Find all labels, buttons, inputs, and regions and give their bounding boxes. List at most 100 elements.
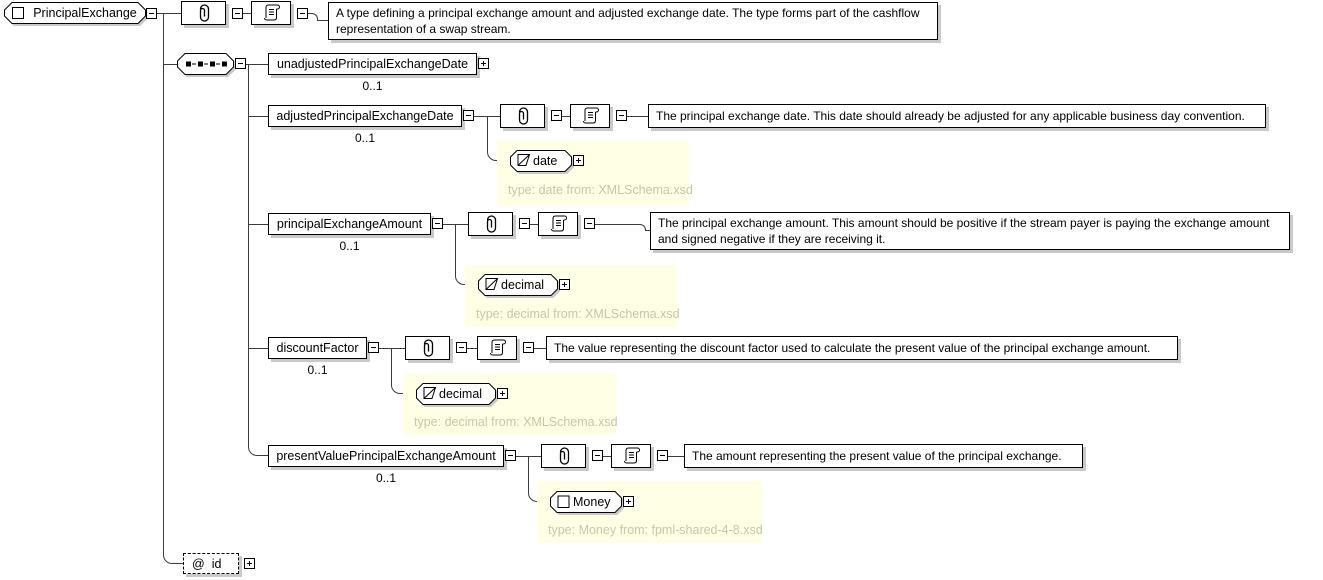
connector-line: [248, 224, 268, 225]
type-label: decimal: [439, 387, 483, 401]
collapse-button[interactable]: [523, 342, 534, 353]
collapse-button[interactable]: [505, 450, 516, 461]
documentation-box[interactable]: [477, 336, 517, 360]
collapse-button[interactable]: [146, 8, 157, 19]
type-label: date: [533, 154, 558, 168]
collapse-button[interactable]: [551, 110, 562, 121]
connector-line: [243, 13, 251, 14]
connector-line: [603, 456, 611, 457]
connector-line: [645, 230, 650, 231]
type-label: decimal: [501, 278, 545, 292]
collapse-button[interactable]: [519, 218, 530, 229]
connector-line: [163, 13, 164, 548]
collapse-button[interactable]: [463, 110, 474, 121]
documentation-icon: [583, 107, 599, 124]
element-documentation: The amount representing the present valu…: [684, 444, 1083, 468]
connector-line: [668, 456, 684, 457]
documentation-icon: [264, 4, 280, 21]
connector-line: [163, 64, 177, 65]
expand-button[interactable]: [478, 58, 489, 69]
connector-line: [246, 64, 268, 65]
collapse-button[interactable]: [432, 218, 443, 229]
documentation-box[interactable]: [611, 444, 651, 468]
collapse-button[interactable]: [657, 450, 668, 461]
element-documentation: The principal exchange amount. This amou…: [650, 212, 1290, 250]
collapse-button[interactable]: [297, 8, 308, 19]
annotation-box[interactable]: [405, 336, 450, 360]
connector-line: [467, 348, 477, 349]
type-caption: type: decimal from: XMLSchema.xsd: [476, 307, 680, 321]
element-documentation: The value representing the discount fact…: [546, 336, 1178, 360]
connector-line: [248, 64, 249, 440]
occurrence-label: 0..1: [375, 471, 396, 485]
type-decimal[interactable]: decimal: [416, 383, 496, 405]
connector-line: [534, 348, 546, 349]
paperclip-icon: [199, 4, 210, 22]
occurrence-label: 0..1: [362, 79, 383, 93]
attribute-name: id: [211, 556, 222, 571]
type-label: Money: [573, 495, 611, 509]
paperclip-icon: [423, 339, 434, 357]
annotation-box[interactable]: [500, 104, 545, 128]
sequence-compositor[interactable]: [177, 53, 234, 75]
element-discount-factor[interactable]: discountFactor: [268, 337, 367, 359]
element-unadjusted-principal-exchange-date[interactable]: unadjustedPrincipalExchangeDate: [268, 53, 477, 75]
paperclip-icon: [486, 215, 497, 233]
annotation-box[interactable]: [468, 212, 513, 236]
element-documentation: The principal exchange date. This date s…: [648, 104, 1266, 128]
root-element-principal-exchange[interactable]: PrincipalExchange: [4, 2, 146, 24]
documentation-icon: [624, 447, 640, 464]
expand-button[interactable]: [244, 558, 255, 569]
connector-line: [157, 13, 181, 14]
connector-elbow: [248, 440, 268, 456]
type-caption: type: date from: XMLSchema.xsd: [508, 183, 693, 197]
connector-line: [248, 116, 268, 117]
element-adjusted-principal-exchange-date[interactable]: adjustedPrincipalExchangeDate: [268, 105, 462, 127]
collapse-button[interactable]: [584, 218, 595, 229]
simple-type-icon: [416, 383, 496, 405]
collapse-button[interactable]: [368, 342, 379, 353]
occurrence-label: 0..1: [307, 363, 328, 377]
element-present-value-principal-exchange-amount[interactable]: presentValuePrincipalExchangeAmount: [268, 445, 504, 467]
paperclip-icon: [518, 107, 529, 125]
documentation-box[interactable]: [538, 212, 578, 236]
collapse-button[interactable]: [616, 110, 627, 121]
type-decimal[interactable]: decimal: [478, 274, 558, 296]
connector-elbow: [312, 13, 318, 21]
connector-line: [562, 116, 570, 117]
connector-line: [317, 20, 328, 21]
connector-line: [248, 348, 268, 349]
collapse-button[interactable]: [456, 342, 467, 353]
type-money[interactable]: Money: [550, 491, 622, 513]
complex-type-icon: [550, 491, 622, 513]
collapse-button[interactable]: [232, 8, 243, 19]
attribute-at-icon: @: [192, 556, 205, 571]
annotation-box[interactable]: [181, 1, 226, 25]
expand-button[interactable]: [623, 496, 634, 507]
collapse-button[interactable]: [235, 58, 246, 69]
simple-type-icon: [478, 274, 558, 296]
collapse-button[interactable]: [592, 450, 603, 461]
attribute-id[interactable]: @ id: [183, 553, 239, 574]
type-date[interactable]: date: [510, 150, 572, 172]
annotation-box[interactable]: [541, 444, 586, 468]
element-principal-exchange-amount[interactable]: principalExchangeAmount: [268, 213, 431, 235]
expand-button[interactable]: [497, 388, 508, 399]
expand-button[interactable]: [573, 155, 584, 166]
documentation-icon: [490, 339, 506, 356]
expand-button[interactable]: [559, 279, 570, 290]
occurrence-label: 0..1: [354, 131, 375, 145]
root-element-label: PrincipalExchange: [33, 6, 137, 20]
occurrence-label: 0..1: [339, 239, 360, 253]
root-documentation: A type defining a principal exchange amo…: [328, 2, 938, 40]
connector-elbow: [163, 548, 183, 564]
paperclip-icon: [559, 447, 570, 465]
complex-type-octagon-icon: [4, 2, 146, 24]
simple-type-icon: [510, 150, 572, 172]
type-caption: type: Money from: fpml-shared-4-8.xsd: [548, 523, 763, 537]
connector-line: [627, 116, 648, 117]
documentation-box[interactable]: [570, 104, 610, 128]
sequence-icon: [177, 53, 234, 75]
documentation-box[interactable]: [251, 1, 291, 25]
